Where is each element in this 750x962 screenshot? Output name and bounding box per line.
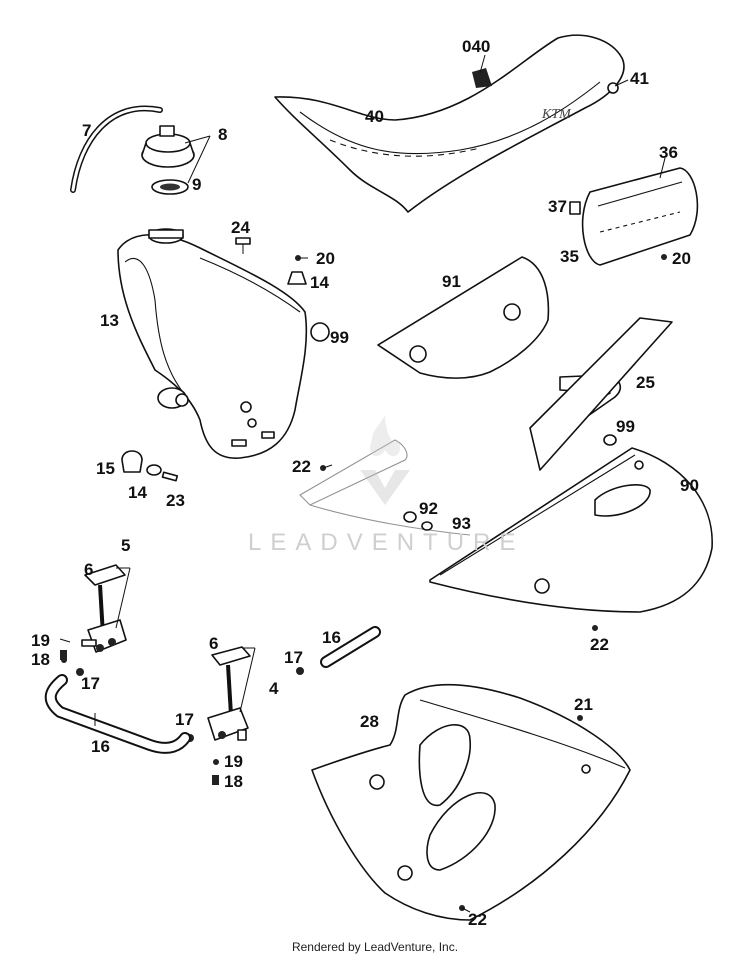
footer-credit: Rendered by LeadVenture, Inc. (291, 940, 459, 954)
callout-6b: 6 (209, 634, 218, 653)
callout-25: 25 (636, 373, 655, 392)
callout-99a: 99 (330, 328, 349, 347)
callout-37: 37 (548, 197, 567, 216)
screw-24-part (235, 237, 251, 254)
callout-17b: 17 (284, 648, 303, 667)
callout-19a: 19 (31, 631, 50, 650)
callout-16b: 16 (322, 628, 341, 647)
number-plate-91-part (377, 256, 550, 379)
fuel-hose-left-part (44, 674, 191, 754)
callout-5: 5 (121, 536, 130, 555)
callout-99b: 99 (616, 417, 635, 436)
callout-36: 36 (659, 143, 678, 162)
callout-7: 7 (82, 121, 91, 140)
callout-35: 35 (560, 247, 579, 266)
callout-40: 40 (365, 107, 384, 126)
callout-19b: 19 (224, 752, 243, 771)
callout-040: 040 (462, 37, 490, 56)
seat-support-part (569, 167, 699, 266)
callout-22b: 22 (590, 635, 609, 654)
callout-22c: 22 (468, 910, 487, 929)
callout-22a: 22 (292, 457, 311, 476)
callout-16a: 16 (91, 737, 110, 756)
callout-17a: 17 (81, 674, 100, 693)
callout-15: 15 (96, 459, 115, 478)
rubber-buffer-99-part (310, 322, 330, 342)
callout-6a: 6 (84, 560, 93, 579)
screw-22b-part (592, 625, 598, 631)
screw-21-part (577, 715, 583, 721)
callout-24: 24 (231, 218, 250, 237)
callout-18a: 18 (31, 650, 50, 669)
leader-lines (59, 54, 666, 713)
callout-14b: 14 (128, 483, 147, 502)
screw-22-part (320, 464, 333, 471)
fuel-cap-part (141, 125, 195, 195)
svg-text:KTM: KTM (541, 107, 572, 122)
callout-17c: 17 (175, 710, 194, 729)
screw-22c-part (459, 905, 471, 913)
tank-mount-parts (121, 450, 179, 482)
callout-90: 90 (680, 476, 699, 495)
callout-18b: 18 (224, 772, 243, 791)
fuel-tank-part (117, 228, 308, 459)
buffer-99b-part (603, 434, 617, 446)
callout-20b: 20 (316, 249, 335, 268)
callout-14a: 14 (310, 273, 329, 292)
fuel-hose-right-part (320, 626, 381, 668)
grommet-14-part (287, 271, 307, 285)
callout-13: 13 (100, 311, 119, 330)
callout-93: 93 (452, 514, 471, 533)
callout-21: 21 (574, 695, 593, 714)
callout-41: 41 (630, 69, 649, 88)
callout-labels: 040 41 40 7 8 9 36 37 35 20 24 20 14 13 … (31, 37, 699, 929)
fuel-tap-right-part (207, 646, 251, 741)
seat-part: KTM (274, 34, 625, 213)
callout-8: 8 (218, 125, 227, 144)
callout-9: 9 (192, 175, 201, 194)
ghost-cover-outline (299, 439, 471, 536)
screw-20-part (295, 255, 308, 261)
callout-92: 92 (419, 499, 438, 518)
spoiler-28-part (311, 684, 631, 921)
breather-hose-part (70, 105, 163, 193)
callout-4: 4 (269, 679, 279, 698)
washer-93-part (421, 521, 433, 531)
washer-92-part (403, 511, 417, 523)
callout-91: 91 (442, 272, 461, 291)
decal-25-part (529, 317, 673, 471)
callout-28: 28 (360, 712, 379, 731)
callout-23: 23 (166, 491, 185, 510)
side-cover-90-part (429, 447, 713, 613)
callout-20a: 20 (672, 249, 691, 268)
